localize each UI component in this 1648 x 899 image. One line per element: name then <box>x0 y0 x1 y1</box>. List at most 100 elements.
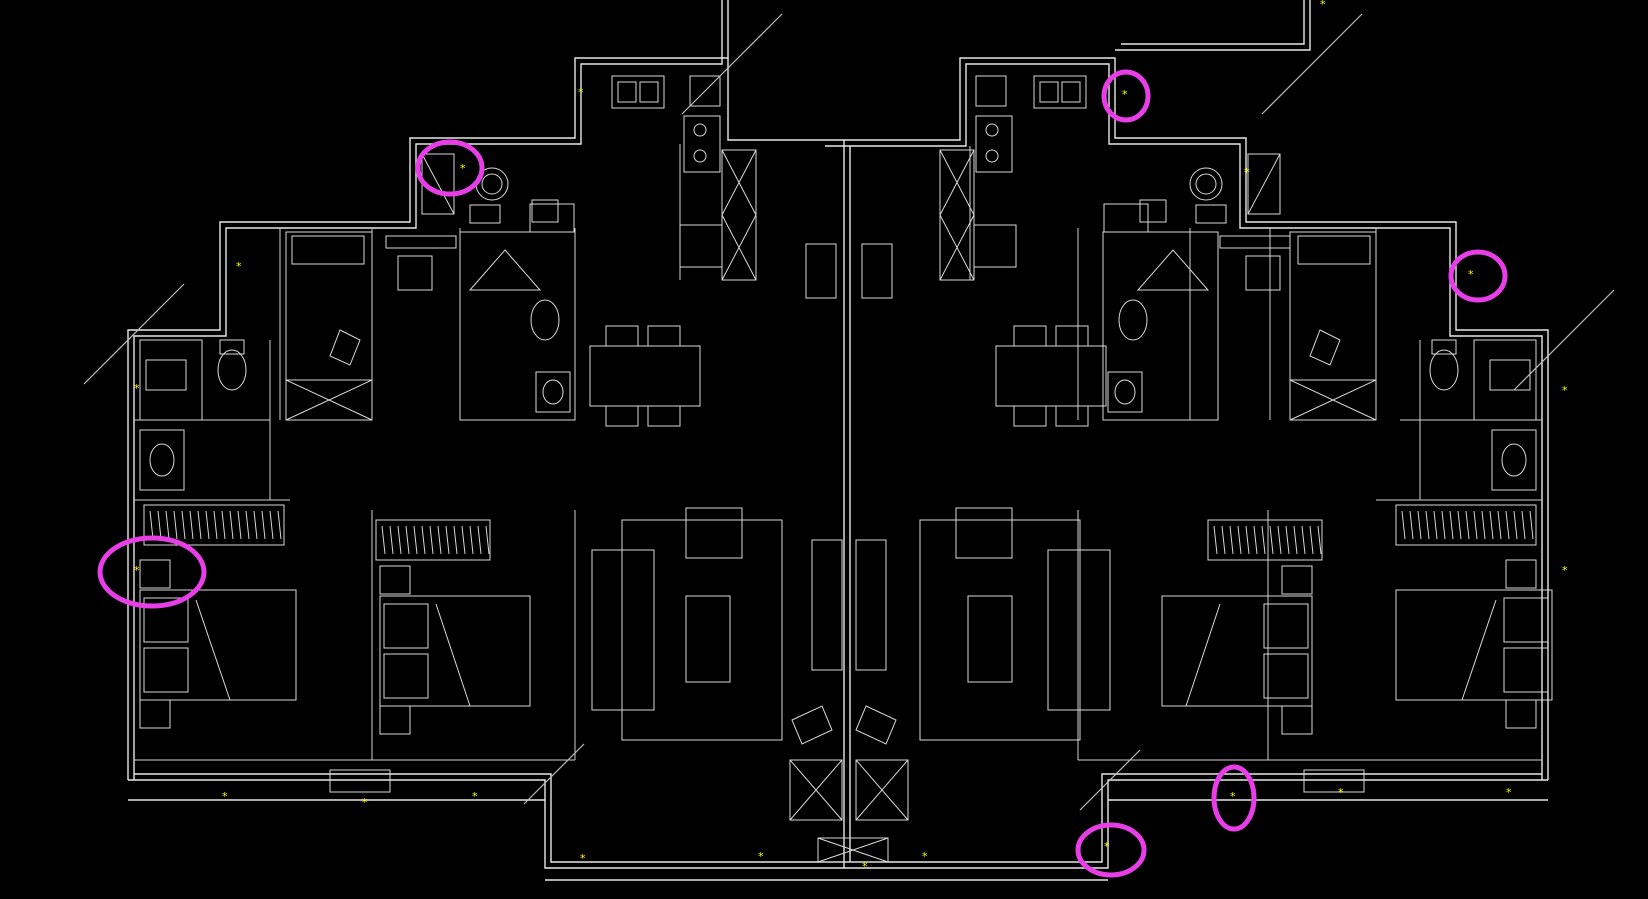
marker-asterisk: * <box>472 790 478 803</box>
wardrobe-hanger <box>1497 510 1502 540</box>
wardrobe-hanger <box>173 510 178 540</box>
dining-left <box>589 325 701 427</box>
section-arrows <box>83 13 1615 811</box>
marker-asterisk: * <box>922 850 928 863</box>
study-bedroom-left <box>285 231 457 421</box>
wardrobe-hanger <box>397 525 402 555</box>
wardrobe-hanger <box>437 525 442 555</box>
kitchen-right <box>939 75 1087 281</box>
highlight-balcony-right[interactable] <box>1211 764 1257 832</box>
wardrobe-hanger <box>1261 525 1266 555</box>
wardrobe-hanger <box>1505 510 1510 540</box>
bed-right-second <box>1161 565 1313 735</box>
wardrobe-hanger <box>1317 525 1322 555</box>
wardrobe-hanger <box>1513 510 1518 540</box>
wardrobe-hanger <box>1481 510 1486 540</box>
highlight-kitchen-right[interactable] <box>1101 69 1151 123</box>
living-right <box>855 507 1111 821</box>
marker-asterisk: * <box>1562 564 1568 577</box>
wardrobe-hanger <box>1441 510 1446 540</box>
wardrobe-hanger <box>1489 510 1494 540</box>
marker-asterisk: * <box>580 852 586 865</box>
wardrobe-hanger <box>453 525 458 555</box>
wardrobe-hanger <box>1213 525 1218 555</box>
marker-asterisk: * <box>1244 166 1250 179</box>
wardrobe-hanger <box>469 525 474 555</box>
wardrobe-hanger <box>1449 510 1454 540</box>
marker-asterisk: * <box>1506 786 1512 799</box>
marker-asterisk: * <box>362 796 368 809</box>
wardrobe-hanger <box>261 510 266 540</box>
study-bedroom-right <box>1219 231 1377 421</box>
wardrobe-hanger <box>1253 525 1258 555</box>
wardrobe-hanger <box>157 510 162 540</box>
wardrobe-hanger <box>189 510 194 540</box>
wardrobe-hanger <box>1417 510 1422 540</box>
highlight-bedroom-right-wall[interactable] <box>1448 249 1508 303</box>
wardrobe-hanger <box>197 510 202 540</box>
highlight-balcony-center[interactable] <box>1075 822 1147 878</box>
marker-asterisk: * <box>134 382 140 395</box>
wardrobe-hanger <box>381 525 386 555</box>
marker-asterisk: * <box>758 850 764 863</box>
wardrobe-hanger <box>477 525 482 555</box>
wardrobe-hanger <box>269 510 274 540</box>
marker-asterisk: * <box>578 86 584 99</box>
wardrobe <box>1207 519 1323 561</box>
wardrobe-hanger <box>229 510 234 540</box>
dining-right <box>995 325 1107 427</box>
wardrobe-hanger <box>245 510 250 540</box>
marker-asterisk: * <box>1338 786 1344 799</box>
wardrobe-hanger <box>1237 525 1242 555</box>
review-highlights <box>97 69 1508 878</box>
wardrobe-hanger <box>1309 525 1314 555</box>
laundry-left <box>421 153 559 224</box>
wardrobe-hanger <box>181 510 186 540</box>
wardrobe-hanger <box>389 525 394 555</box>
marker-asterisk: * <box>1230 790 1236 803</box>
wardrobe-hanger <box>1293 525 1298 555</box>
marker-asterisk: * <box>862 860 868 873</box>
bathroom-left-b <box>459 203 576 421</box>
bed-left-master <box>139 559 297 729</box>
laundry-right <box>1139 153 1281 224</box>
wardrobe-hanger <box>253 510 258 540</box>
wardrobe-hanger <box>413 525 418 555</box>
wardrobe-hanger <box>1285 525 1290 555</box>
wardrobe <box>375 519 491 561</box>
highlight-laundry-left[interactable] <box>415 139 485 197</box>
wardrobe <box>143 504 285 546</box>
wardrobe-hanger <box>1269 525 1274 555</box>
living-left <box>591 507 843 821</box>
wardrobe-hanger <box>421 525 426 555</box>
bed-right-master <box>1395 559 1553 729</box>
wardrobe-hanger <box>405 525 410 555</box>
bathroom-left-a <box>139 339 247 491</box>
marker-asterisk: * <box>1104 840 1110 853</box>
marker-asterisk: * <box>134 564 140 577</box>
highlight-bedroom-left-corner[interactable] <box>97 535 207 609</box>
wardrobe-hanger <box>277 510 282 540</box>
wardrobe-hanger <box>1433 510 1438 540</box>
wardrobe-hanger <box>1465 510 1470 540</box>
wardrobe-hanger <box>1409 510 1414 540</box>
wardrobe-hanger <box>1229 525 1234 555</box>
wardrobe-hanger <box>1425 510 1430 540</box>
wardrobe-hanger <box>445 525 450 555</box>
kitchen-left <box>611 75 757 281</box>
wardrobe-hanger <box>485 525 490 555</box>
wardrobe-hanger <box>1301 525 1306 555</box>
bed-left-second <box>379 565 531 735</box>
wardrobe-hanger <box>1401 510 1406 540</box>
wardrobe-hanger <box>1473 510 1478 540</box>
wardrobe-hanger <box>1457 510 1462 540</box>
marker-asterisk: * <box>222 790 228 803</box>
bathroom-right-b <box>1102 203 1219 421</box>
wardrobe-hanger <box>221 510 226 540</box>
wardrobe-hanger <box>461 525 466 555</box>
marker-asterisk: * <box>1122 88 1128 101</box>
shaft-center <box>329 243 1365 863</box>
wardrobe-hanger <box>1529 510 1534 540</box>
